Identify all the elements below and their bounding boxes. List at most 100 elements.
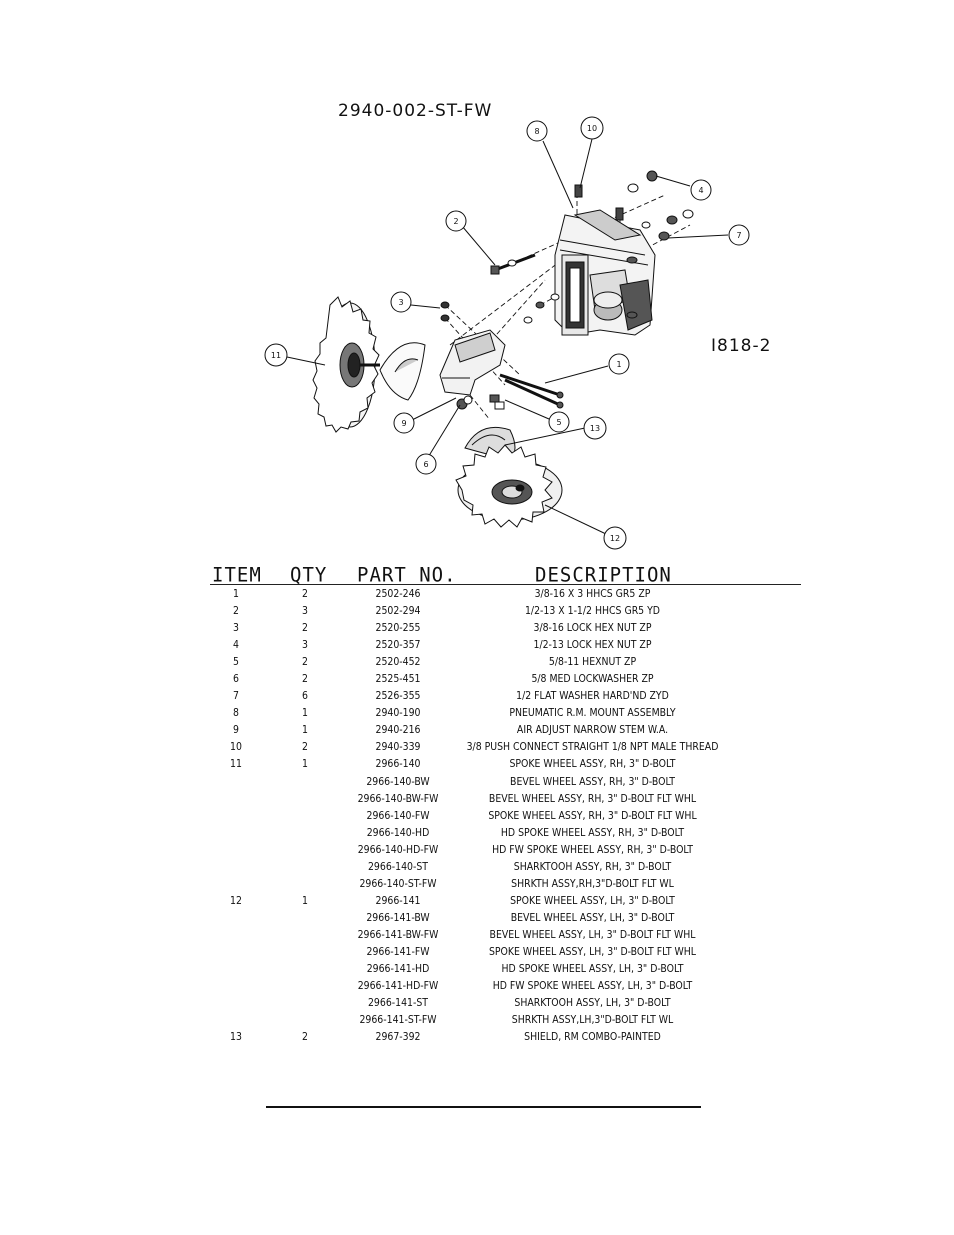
row-qty: 1 <box>302 894 308 907</box>
row-part-no: 2966-141-HD <box>366 963 430 976</box>
row-description: SPOKE WHEEL ASSY, RH, 3" D-BOLT <box>509 758 676 771</box>
callout-3: 3 <box>390 291 412 313</box>
assembly-number: 2940-002-ST-FW <box>338 101 493 121</box>
row-part-no: 2966-140 <box>375 758 421 771</box>
header-description: DESCRIPTION <box>535 563 672 587</box>
svg-text:10: 10 <box>587 124 597 133</box>
exploded-view-diagram: 11 2 3 8 10 4 7 1 5 9 13 6 12 <box>264 116 750 550</box>
row-qty: 2 <box>302 1031 308 1044</box>
table-row: 2966-140-HD HD SPOKE WHEEL ASSY, RH, 3" D… <box>0 825 954 842</box>
row-description: BEVEL WHEEL ASSY, RH, 3" D-BOLT FLT WHL <box>488 792 697 805</box>
callout-2: 2 <box>445 210 467 232</box>
row-description: SPOKE WHEEL ASSY, LH, 3" D-BOLT FLT WHL <box>488 945 697 958</box>
row-qty: 3 <box>302 605 308 618</box>
svg-text:12: 12 <box>610 534 620 543</box>
row-description: SHRKTH ASSY,RH,3"D-BOLT FLT WL <box>511 877 674 890</box>
row-part-no: 2966-140-ST <box>367 860 428 873</box>
header-qty: QTY <box>290 563 328 587</box>
row-description: SHARKTOOH ASSY, RH, 3" D-BOLT <box>513 860 672 873</box>
svg-text:7: 7 <box>736 231 741 240</box>
row-part-no: 2966-141-BW-FW <box>357 928 439 941</box>
row-part-no: 2502-246 <box>375 588 421 600</box>
svg-text:13: 13 <box>590 424 600 433</box>
row-qty: 3 <box>302 639 308 652</box>
callout-7: 7 <box>728 224 750 246</box>
row-item: 4 <box>233 639 239 652</box>
svg-text:1: 1 <box>616 360 621 369</box>
row-description: HD SPOKE WHEEL ASSY, RH, 3" D-BOLT <box>500 826 685 839</box>
callout-10: 10 <box>580 116 604 140</box>
table-row: 12 1 2966-141 SPOKE WHEEL ASSY, LH, 3" D-BO… <box>0 893 954 910</box>
table-row: 2966-141-BW BEVEL WHEEL ASSY, LH, 3" D-BO… <box>0 910 954 927</box>
row-description: 5/8 MED LOCKWASHER ZP <box>531 673 654 686</box>
row-item: 10 <box>230 741 242 754</box>
callout-6: 6 <box>415 453 437 475</box>
row-part-no: 2966-140-BW-FW <box>357 792 439 805</box>
spoke-wheel-rh-drawing <box>312 296 380 433</box>
row-description: HD FW SPOKE WHEEL ASSY, LH, 3" D-BOLT <box>492 980 693 993</box>
svg-text:5: 5 <box>556 418 561 427</box>
callout-11: 11 <box>264 343 288 367</box>
row-description: PNEUMATIC R.M. MOUNT ASSEMBLY <box>509 707 676 720</box>
table-row: 2966-140-ST SHARKTOOH ASSY, RH, 3" D-BOLT <box>0 859 954 876</box>
callout-8: 8 <box>526 120 548 142</box>
table-row: 2966-141-HD-FW HD FW SPOKE WHEEL ASSY, LH… <box>0 978 954 995</box>
mount-assembly-drawing <box>554 209 656 336</box>
row-description: 1/2-13 X 1-1/2 HHCS GR5 YD <box>524 605 661 618</box>
row-item: 2 <box>233 605 239 618</box>
row-item: 1 <box>233 588 239 600</box>
row-qty: 2 <box>302 673 308 686</box>
row-part-no: 2940-339 <box>375 741 421 754</box>
svg-text:9: 9 <box>401 419 406 428</box>
callout-9: 9 <box>393 412 415 434</box>
row-part-no: 2966-140-FW <box>366 809 430 822</box>
row-part-no: 2966-141 <box>375 894 421 907</box>
row-item: 12 <box>230 894 242 907</box>
callout-12: 12 <box>603 526 627 550</box>
row-item: 8 <box>233 707 239 720</box>
row-part-no: 2940-190 <box>375 707 421 720</box>
row-item: 9 <box>233 724 239 737</box>
row-item: 5 <box>233 656 239 669</box>
row-part-no: 2966-140-ST-FW <box>359 877 437 890</box>
row-description: 3/8-16 X 3 HHCS GR5 ZP <box>534 588 651 600</box>
table-row: 2966-140-ST-FW SHRKTH ASSY,RH,3"D-BOLT FL… <box>0 876 954 893</box>
row-item: 13 <box>230 1031 242 1044</box>
row-part-no: 2966-141-ST-FW <box>359 1014 437 1027</box>
row-qty: 2 <box>302 741 308 754</box>
svg-text:3: 3 <box>398 298 403 307</box>
row-qty: 2 <box>302 656 308 669</box>
row-description: BEVEL WHEEL ASSY, LH, 3" D-BOLT <box>510 911 675 924</box>
row-part-no: 2966-141-HD-FW <box>357 980 439 993</box>
bottom-rule <box>266 1106 701 1108</box>
row-part-no: 2520-255 <box>375 622 421 635</box>
callout-13: 13 <box>583 416 607 440</box>
callout-5: 5 <box>548 411 570 433</box>
row-description: SPOKE WHEEL ASSY, RH, 3" D-BOLT FLT WHL <box>488 809 697 822</box>
row-description: 3/8-16 LOCK HEX NUT ZP <box>533 622 652 635</box>
row-part-no: 2966-140-HD <box>366 826 430 839</box>
row-item: 6 <box>233 673 239 686</box>
row-part-no: 2520-357 <box>375 639 421 652</box>
row-description: SPOKE WHEEL ASSY, LH, 3" D-BOLT <box>510 894 675 907</box>
figure-number: I818-2 <box>711 336 772 356</box>
row-description: HD FW SPOKE WHEEL ASSY, RH, 3" D-BOLT <box>492 843 693 856</box>
row-part-no: 2966-141-BW <box>366 911 430 924</box>
callout-1: 1 <box>608 353 630 375</box>
row-qty: 1 <box>302 758 308 771</box>
